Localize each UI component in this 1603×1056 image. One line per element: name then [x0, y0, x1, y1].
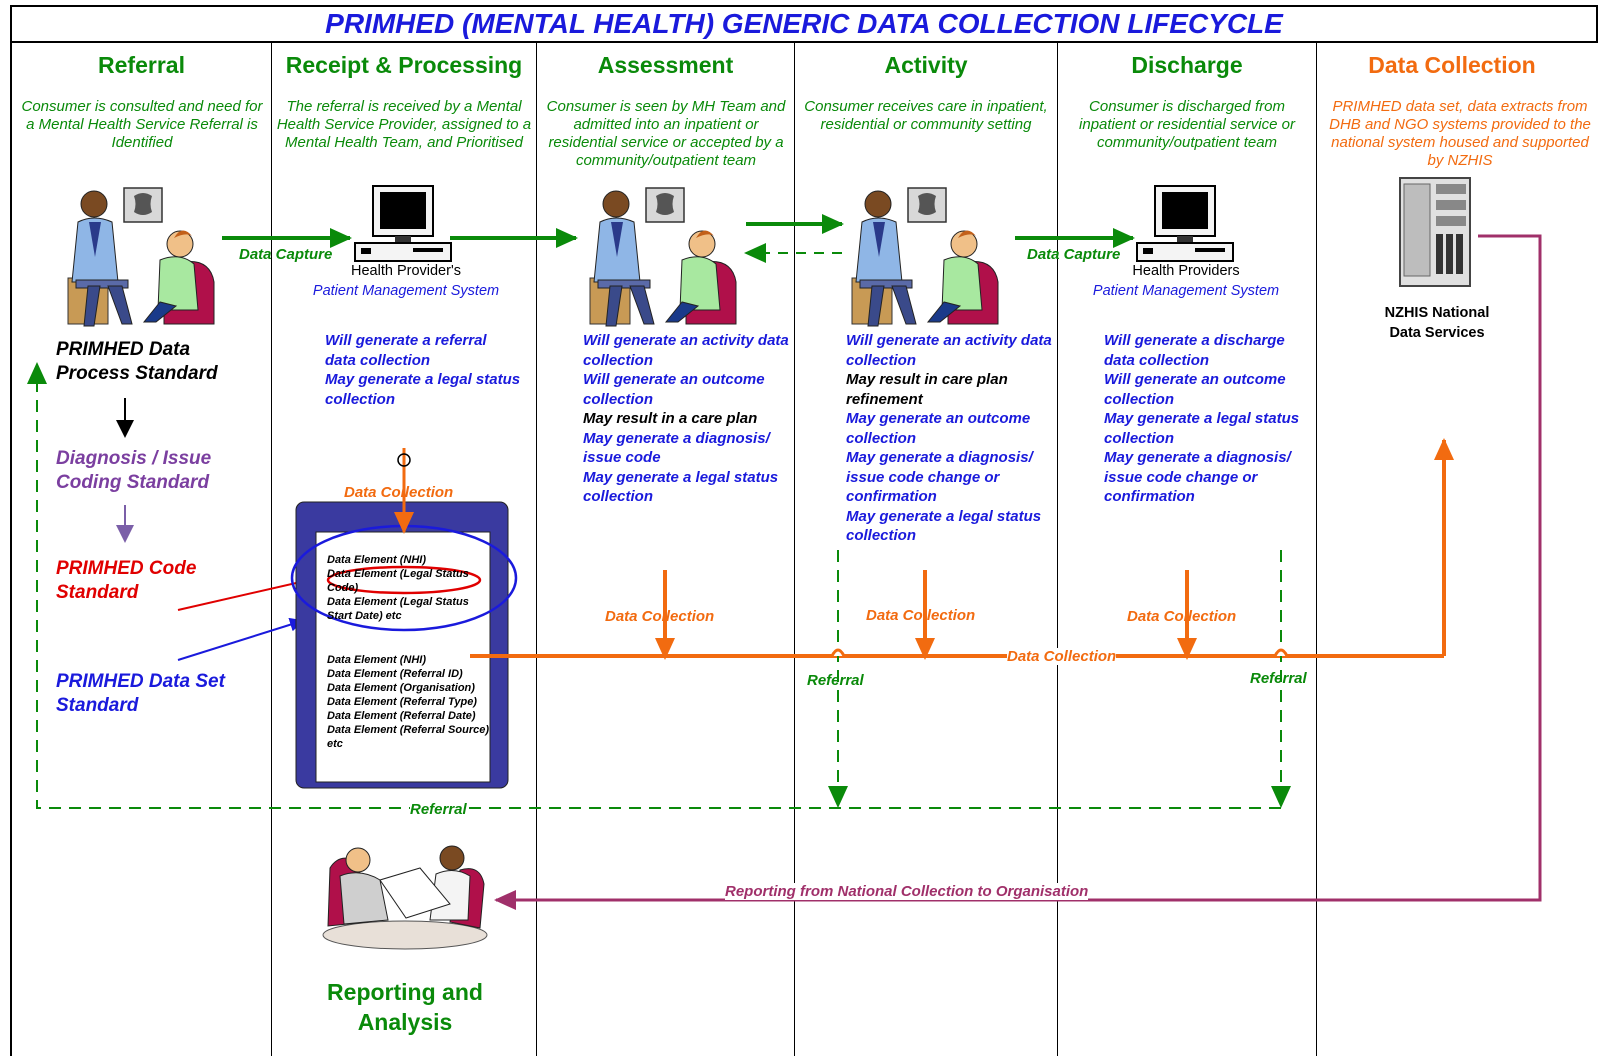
data-collection-label: Data Collection: [1127, 608, 1237, 625]
provider-system-label-1: Health Provider's Patient Management Sys…: [296, 261, 516, 301]
list-item: May generate a diagnosis/ issue code cha…: [846, 449, 1033, 505]
standard-diagnosis: Diagnosis / Issue Coding Standard: [56, 448, 212, 493]
list-item: Will generate a referral data collection: [325, 332, 487, 369]
data-collection-label: Data Collection: [605, 608, 715, 625]
data-collection-label: Data Collection: [344, 484, 454, 501]
data-element: Data Element (NHI): [327, 654, 427, 666]
computer-icon: [354, 185, 452, 262]
doc-upper-elements: Data Element (NHI) Data Element (Legal S…: [327, 553, 493, 623]
data-element: Data Element (Referral Type): [327, 696, 477, 708]
column-divider: [1316, 43, 1317, 1056]
list-item: Will generate an outcome collection: [1104, 371, 1286, 408]
meeting-illustration: [322, 845, 488, 950]
standard-code: PRIMHED Code Standard: [56, 558, 197, 603]
data-element: Data Element (NHI): [327, 554, 427, 566]
diagram-title-bar: PRIMHED (MENTAL HEALTH) GENERIC DATA COL…: [10, 5, 1598, 43]
desc-discharge: Consumer is discharged from inpatient or…: [1079, 98, 1295, 151]
discharge-outputs-list: Will generate a discharge data collectio…: [1104, 331, 1310, 507]
column-divider: [1057, 43, 1058, 1056]
heading-receipt-processing: Receipt & Processing: [285, 52, 523, 78]
data-element: Data Element (Legal Status Code): [327, 568, 469, 594]
computer-icon: [1136, 185, 1234, 262]
pms-name: Patient Management System: [1092, 283, 1280, 299]
server-icon: [1399, 177, 1471, 287]
list-item: May generate a legal status collection: [325, 371, 521, 408]
heading-data-collection: Data Collection: [1368, 52, 1536, 78]
list-item: May generate a legal status collection: [583, 468, 779, 506]
referral-loop-label: Referral: [410, 801, 467, 818]
data-element: Data Element (Legal Status Start Date) e…: [327, 596, 469, 622]
list-item: Will generate an outcome collection: [583, 371, 765, 408]
pms-name: Patient Management System: [312, 283, 500, 299]
data-element: Data Element (Organisation): [327, 682, 475, 694]
heading-discharge: Discharge: [1131, 52, 1243, 78]
data-capture-label: Data Capture: [239, 246, 333, 263]
list-item: May generate a legal status collection: [1104, 410, 1300, 447]
data-collection-label: Data Collection: [866, 607, 976, 624]
list-item: May result in care plan refinement: [846, 371, 1008, 408]
data-element: Data Element (Referral ID): [327, 668, 463, 680]
list-item: May generate a diagnosis/ issue code: [583, 429, 770, 467]
standard-dataset: PRIMHED Data Set Standard: [56, 671, 225, 716]
column-divider: [794, 43, 795, 1056]
referral-label: Referral: [1250, 670, 1307, 687]
provider-name: Health Provider's: [351, 263, 461, 279]
assessment-outputs-list: Will generate an activity data collectio…: [583, 331, 789, 507]
referral-label: Referral: [807, 672, 864, 689]
heading-assessment: Assessment: [597, 52, 734, 78]
list-item: Will generate an activity data collectio…: [583, 332, 789, 369]
nzhis-label: NZHIS National Data Services: [1384, 305, 1490, 341]
desc-receipt-processing: The referral is received by a Mental Hea…: [276, 98, 532, 151]
heading-activity: Activity: [884, 52, 968, 78]
diagram-title: PRIMHED (MENTAL HEALTH) GENERIC DATA COL…: [325, 8, 1283, 39]
data-element: Data Element (Referral Source) etc: [327, 724, 489, 750]
code-highlight-ellipse: [326, 565, 482, 595]
list-item: May generate an outcome collection: [846, 410, 1031, 447]
reporting-analysis-title: Reporting and Analysis: [327, 979, 483, 1035]
list-item: Will generate a discharge data collectio…: [1104, 332, 1285, 369]
list-item: May generate a diagnosis/ issue code cha…: [1104, 449, 1291, 505]
desc-referral: Consumer is consulted and need for a Men…: [21, 98, 263, 151]
provider-name: Health Providers: [1132, 263, 1240, 279]
list-item: May generate a legal status collection: [846, 507, 1042, 545]
list-item: May result in a care plan: [583, 410, 758, 427]
consultation-illustration: [851, 187, 999, 327]
list-item: Will generate an activity data collectio…: [846, 332, 1052, 369]
data-element: Data Element (Referral Date): [327, 710, 476, 722]
desc-assessment: Consumer is seen by MH Team and admitted…: [546, 98, 786, 169]
doc-lower-elements: Data Element (NHI) Data Element (Referra…: [327, 653, 493, 751]
consultation-illustration: [67, 187, 215, 327]
data-collection-line-label: Data Collection: [1007, 648, 1117, 665]
consultation-illustration: [589, 187, 737, 327]
column-divider: [271, 43, 272, 1056]
data-capture-label: Data Capture: [1027, 246, 1121, 263]
frame-left-border: [10, 43, 12, 1056]
heading-referral: Referral: [98, 52, 185, 78]
desc-data-collection: PRIMHED data set, data extracts from DHB…: [1329, 98, 1591, 169]
receipt-outputs-list: Will generate a referral data collection…: [325, 331, 521, 409]
data-element-document: [295, 501, 509, 789]
standard-process: PRIMHED Data Process Standard: [56, 339, 218, 384]
desc-activity: Consumer receives care in inpatient, res…: [804, 98, 1048, 133]
provider-system-label-2: Health Providers Patient Management Syst…: [1076, 261, 1296, 301]
reporting-line-label: Reporting from National Collection to Or…: [725, 883, 1089, 900]
column-divider: [536, 43, 537, 1056]
activity-outputs-list: Will generate an activity data collectio…: [846, 331, 1052, 546]
